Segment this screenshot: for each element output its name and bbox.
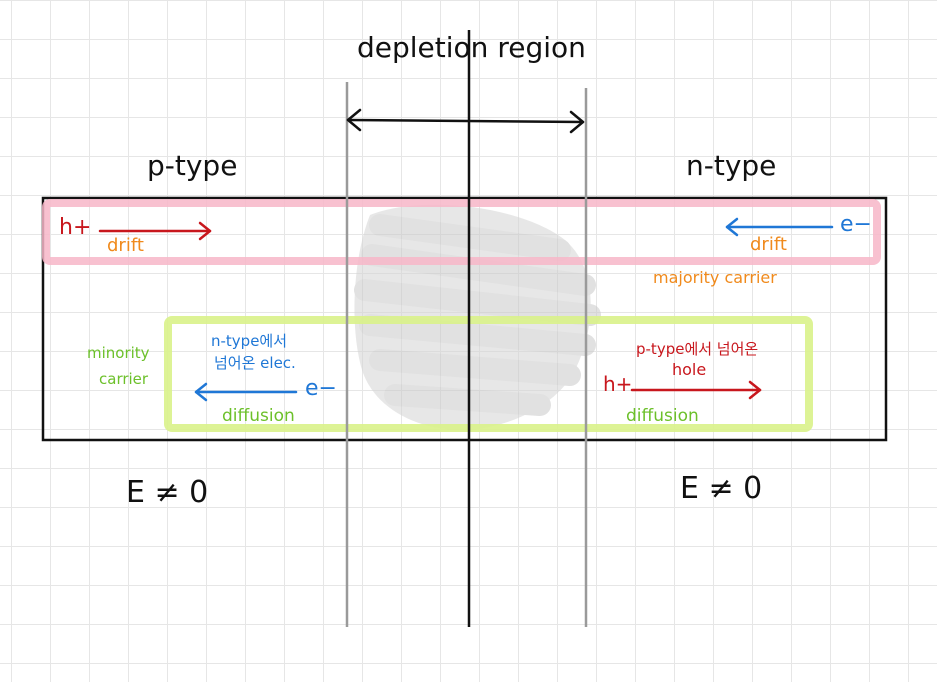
hole-diffusion-arrow xyxy=(630,380,762,400)
right-minority-carrier: h+ xyxy=(603,372,633,396)
n-majority-carrier: e− xyxy=(840,212,872,237)
right-note-line2: hole xyxy=(672,360,707,379)
n-type-label: n-type xyxy=(686,149,777,182)
majority-band xyxy=(42,199,881,265)
p-drift-label: drift xyxy=(107,235,144,256)
left-minority-carrier: e− xyxy=(305,376,337,401)
minority-band xyxy=(164,316,813,432)
hole-drift-arrow xyxy=(98,221,212,241)
p-type-label: p-type xyxy=(147,149,238,182)
left-diffusion-label: diffusion xyxy=(222,406,295,426)
majority-carrier-label: majority carrier xyxy=(653,268,777,287)
p-majority-carrier: h+ xyxy=(59,215,92,240)
minority-label-line2: carrier xyxy=(99,370,149,388)
minority-label-line1: minority xyxy=(87,344,150,362)
left-note-line2: 넘어온 elec. xyxy=(214,354,296,372)
p-field-label: E ≠ 0 xyxy=(126,475,209,510)
right-note-line1: p-type에서 넘어온 xyxy=(636,340,759,358)
left-note-line1: n-type에서 xyxy=(211,332,288,350)
diagram-title: depletion region xyxy=(357,31,586,64)
semiconductor-box xyxy=(41,196,888,442)
n-drift-label: drift xyxy=(750,234,787,255)
electron-diffusion-arrow xyxy=(194,382,298,402)
depletion-width-arrow xyxy=(346,108,585,134)
n-field-label: E ≠ 0 xyxy=(680,471,763,506)
electron-drift-arrow xyxy=(725,217,834,237)
right-diffusion-label: diffusion xyxy=(626,406,699,426)
